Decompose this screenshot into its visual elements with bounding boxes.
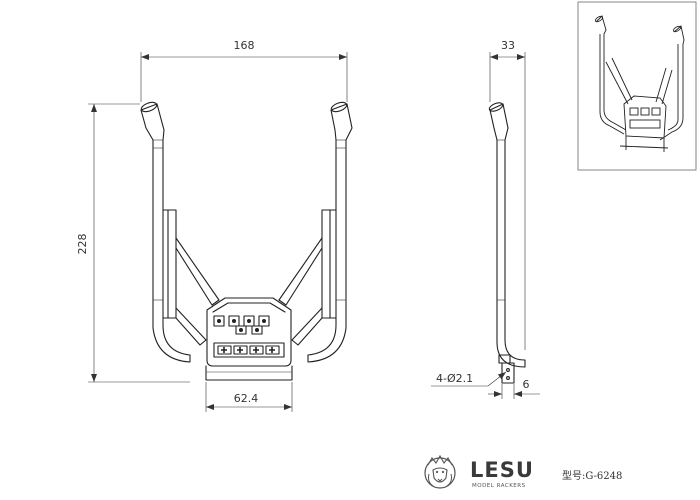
hole-callout: 4-Ø2.1 [431, 371, 507, 387]
center-light-box [206, 297, 292, 367]
title-block: LESU MODEL RACKERS 型号:G-6248 [424, 454, 622, 489]
side-bracket-plate [501, 362, 515, 384]
dim-bracket-width-text: 62.4 [234, 392, 259, 405]
mounting-bracket [205, 365, 293, 381]
right-exhaust-pipe [307, 101, 353, 363]
upper-lights [213, 315, 270, 335]
dim-side-depth-text: 33 [501, 39, 515, 52]
side-view: 33 4-Ø2.1 6 [431, 39, 540, 399]
model-number: 型号:G-6248 [562, 469, 622, 482]
brand-tagline: MODEL RACKERS [472, 483, 526, 489]
left-side-bracket [162, 209, 177, 319]
diagonal-braces [175, 237, 323, 346]
dim-side-bracket-text: 6 [523, 378, 530, 391]
dimension-168: 168 [140, 39, 348, 102]
brand-name: LESU [470, 458, 534, 482]
dimension-33: 33 [489, 39, 526, 350]
dim-front-height-text: 228 [76, 234, 89, 255]
left-exhaust-pipe [140, 101, 191, 363]
lower-light-bar [213, 342, 285, 358]
dim-front-width-text: 168 [234, 39, 255, 52]
right-side-bracket [321, 209, 337, 319]
dim-holes-text: 4-Ø2.1 [436, 372, 473, 385]
isometric-inset [577, 1, 697, 171]
dimension-228: 228 [76, 103, 190, 383]
inset-frame [577, 1, 697, 171]
front-view: 168 228 62.4 [76, 39, 353, 412]
lion-logo-icon [424, 454, 456, 489]
dimension-6: 6 [488, 378, 540, 399]
dimension-62-4: 62.4 [205, 382, 293, 412]
